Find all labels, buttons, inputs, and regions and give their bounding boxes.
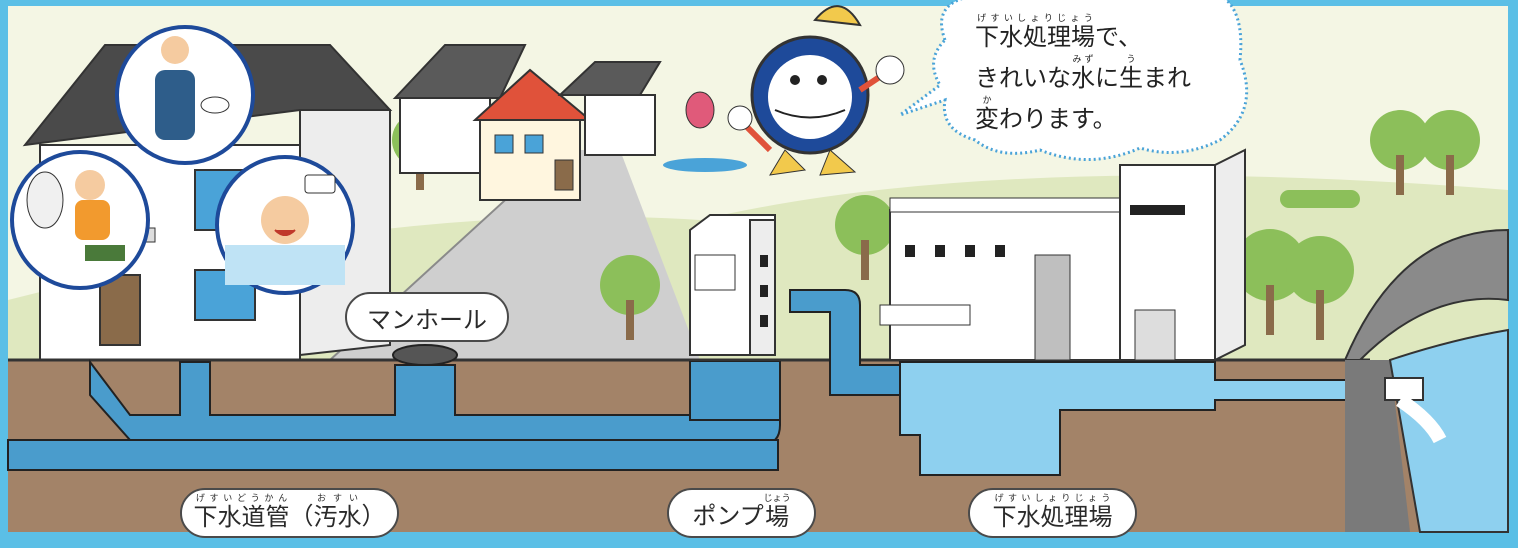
speech-line-1-base: 下水処理場 (975, 23, 1095, 51)
tree-right-1 (1234, 229, 1354, 340)
pump-station-well (689, 362, 781, 421)
speech-line-2: きれいな水みずに生うまれ (975, 55, 1235, 96)
speech-line-3-rest: わります。 (999, 105, 1117, 133)
treatment-plant-label: 下水処理場げすいしょりじょう (968, 488, 1137, 538)
sewer-pipe-paren-open: （ (289, 501, 314, 530)
sewage-label-rt: おすい (313, 494, 362, 504)
speech-born: 生 (1119, 64, 1143, 92)
background-houses (392, 44, 662, 201)
speech-water: 水 (1071, 64, 1095, 92)
speech-bubble-text: 下水処理場げすいしょりじょうで、 きれいな水みずに生うまれ 変かわります。 (975, 14, 1235, 137)
speech-line-1-tail: で、 (1095, 23, 1143, 51)
speech-line-1-rt: げすいしょりじょう (975, 14, 1095, 24)
person-circle-washing (115, 25, 255, 165)
treatment-tank (899, 361, 1391, 476)
speech-bubble (899, 0, 1249, 162)
tree-right-2 (1370, 110, 1480, 195)
bush (1280, 190, 1360, 208)
pump-station-label-rt: じょう (763, 494, 791, 504)
tree-mid (600, 255, 660, 340)
river (1343, 228, 1509, 533)
speech-line-2a: きれいな (975, 64, 1071, 92)
speech-water-rt: みず (1071, 55, 1095, 65)
speech-born-rt: う (1119, 55, 1143, 65)
sewer-pipe-paren-close: ） (361, 501, 386, 530)
speech-line-2c: まれ (1143, 64, 1191, 92)
sewer-pipe (7, 359, 781, 471)
speech-line-2b: に (1095, 64, 1119, 92)
pump-station-label: ポンプ場じょう (667, 488, 816, 538)
pump-pipe (789, 289, 906, 396)
person-circle-toilet (10, 150, 150, 290)
pump-station-label-a: ポンプ (692, 501, 764, 530)
pump-station-label-b: 場 (763, 503, 791, 531)
speech-line-1: 下水処理場げすいしょりじょうで、 (975, 14, 1235, 55)
speech-change-rt: か (975, 96, 999, 106)
sewer-pipe-label-rt: げすいどうかん (193, 494, 290, 504)
speech-line-3: 変かわります。 (975, 96, 1235, 137)
manhole-label-text: マンホール (367, 305, 487, 334)
sewage-label-base: 汚水 (313, 503, 362, 531)
manhole-label: マンホール (345, 292, 509, 342)
sewer-pipe-label-base: 下水道管 (193, 503, 290, 531)
treatment-plant-label-base: 下水処理場 (992, 503, 1113, 531)
fish (663, 91, 747, 172)
pump-station-building (689, 214, 776, 356)
person-circle-bath (215, 155, 355, 295)
tree-plant (835, 195, 895, 280)
mascot-character (727, 5, 905, 176)
manhole (392, 344, 458, 366)
treatment-plant-building (879, 148, 1246, 362)
treatment-plant-label-rt: げすいしょりじょう (992, 494, 1113, 504)
speech-change: 変 (975, 105, 999, 133)
sewer-pipe-label: 下水道管げすいどうかん（汚水おすい） (180, 488, 399, 538)
